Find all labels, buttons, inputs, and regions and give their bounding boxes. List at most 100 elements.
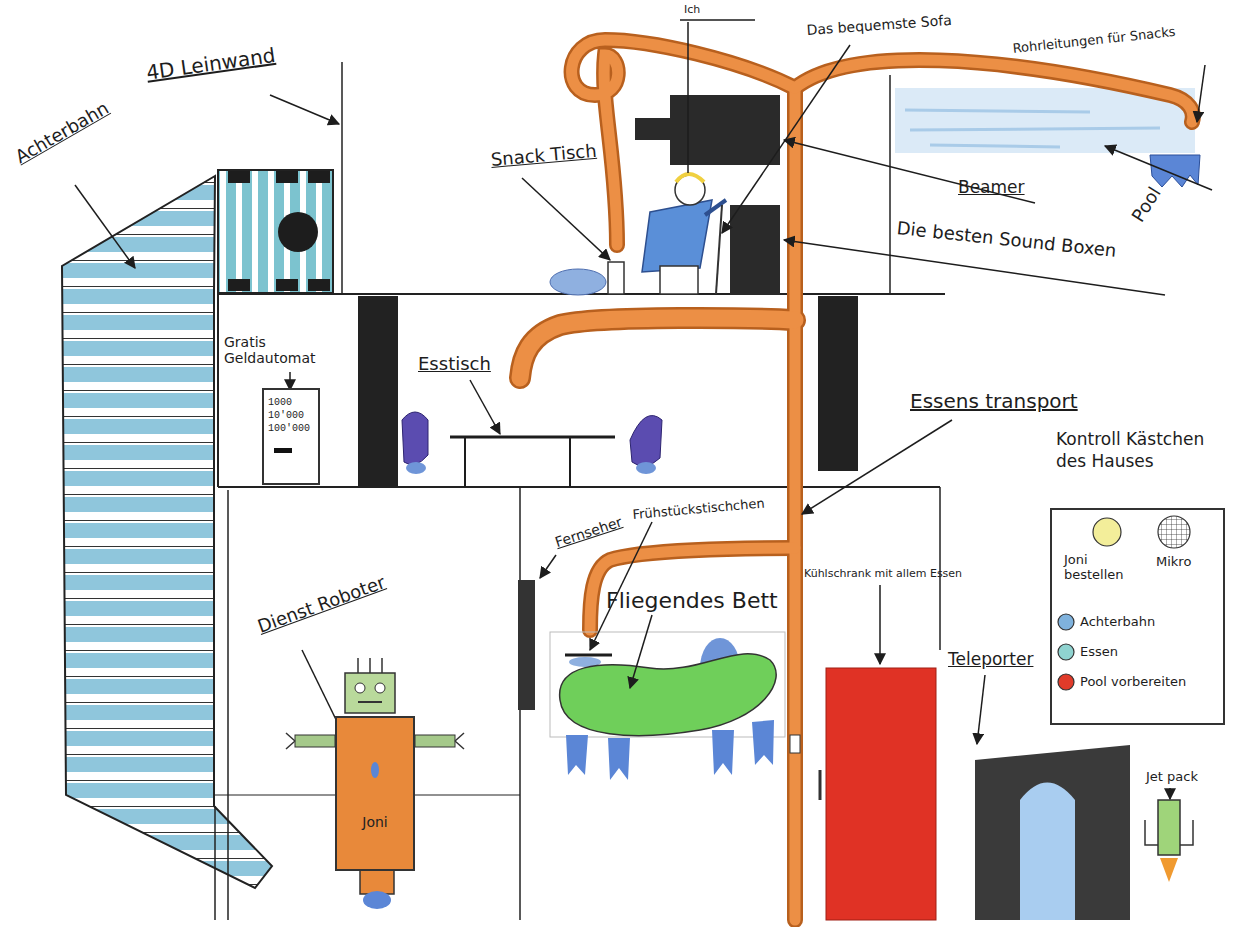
robot-button (371, 762, 379, 778)
jetpack (1158, 800, 1180, 855)
leader-line (977, 675, 985, 744)
legend-text: Achterbahn (1080, 614, 1220, 629)
legend-swatch (1158, 516, 1190, 548)
bed-leg (608, 738, 630, 780)
pipe-outline (787, 88, 803, 920)
node-text: 10'000 (268, 409, 316, 422)
bed-leg (752, 720, 774, 765)
leader-line (722, 45, 850, 233)
flying-bed (560, 654, 777, 736)
person-arm (705, 200, 726, 215)
sofa-seat (660, 266, 698, 294)
floor-line (218, 486, 940, 488)
leader-line (680, 20, 755, 173)
table-leg (464, 437, 466, 487)
screen-block (228, 279, 250, 291)
robot-foot (363, 891, 391, 909)
breakfast-table (565, 654, 612, 657)
robot-leg (360, 870, 394, 894)
robot-mouth (358, 701, 382, 703)
pipe (590, 548, 795, 630)
beamer-lens (635, 118, 671, 140)
atm-box: 100010'000100'000 (262, 388, 320, 485)
screen-block (276, 279, 298, 291)
leader-line (1105, 146, 1212, 190)
legend-text: Mikro (1156, 554, 1216, 569)
screen-block (228, 171, 250, 183)
sofa-back (716, 205, 722, 294)
node-text: Kontroll Kästchen des Hauses (1048, 428, 1236, 472)
roller-coaster (62, 176, 272, 888)
callout-label: Gratis Geldautomat (224, 334, 356, 366)
pool-waves (905, 110, 1160, 147)
legend-text: Joni bestellen (1064, 552, 1144, 582)
teleporter (975, 745, 1130, 920)
legend-swatch-box (1056, 612, 1076, 632)
callout-label: Pool (1128, 183, 1165, 226)
leader-line (270, 95, 339, 124)
leader-line (522, 178, 610, 260)
callout-label: Fliegendes Bett (606, 588, 778, 613)
bed-frame (550, 632, 785, 737)
screen-block (308, 171, 330, 183)
wall-line (217, 294, 219, 487)
legend-swatch-box (1056, 672, 1076, 692)
screen-block (308, 279, 330, 291)
chair-foot (636, 462, 656, 474)
robot-head (345, 673, 395, 713)
wall-line (341, 62, 343, 293)
callout-label: Essens transport (910, 390, 1078, 413)
leader-line (879, 585, 881, 664)
chair (402, 412, 428, 465)
callout-label: 4D Leinwand (145, 44, 277, 85)
callout-label: Rohrleitungen für Snacks (1012, 25, 1176, 57)
pipe-valve (790, 735, 800, 753)
dining-table (450, 436, 615, 439)
pipe (520, 318, 795, 378)
person-body (642, 200, 712, 272)
robot-arm (295, 735, 335, 747)
control-frame: Joni bestellenMikroAchterbahnEssenPool v… (1050, 508, 1225, 725)
legend-swatch (1058, 674, 1074, 690)
control-box: Kontroll Kästchen des HausesJoni bestell… (1048, 428, 1237, 728)
callout-label: Achterbahn (12, 98, 113, 168)
pipe-outline (520, 318, 795, 378)
chair (630, 416, 662, 467)
pipe-outline (590, 548, 795, 630)
black-wall (358, 296, 398, 486)
callout-label: Fernseher (553, 514, 624, 551)
robot-eye (375, 683, 385, 693)
callout-label: Kühlschrank mit allem Essen (804, 568, 962, 581)
robot-body: Joni (335, 716, 415, 871)
bed-leg (566, 735, 588, 775)
legend-swatch-box (1056, 642, 1076, 662)
table-leg (569, 437, 571, 487)
callout-label: Beamer (958, 178, 1025, 198)
wall-line (889, 75, 891, 294)
leader-line (784, 140, 1035, 203)
legend-swatch (1058, 614, 1074, 630)
person-head (675, 175, 705, 205)
legend-swatch (1058, 644, 1074, 660)
leader-line (630, 615, 652, 688)
screen-4d (218, 170, 333, 293)
sound-box (730, 205, 780, 295)
jetpack-flame (1160, 858, 1178, 882)
robot-eye (355, 683, 365, 693)
callout-label: Esstisch (418, 354, 491, 375)
node-text: 1000 (268, 396, 316, 409)
snack-table (608, 262, 624, 294)
fridge (826, 668, 936, 920)
node-text: Joni (337, 814, 413, 830)
legend-swatch (1093, 518, 1121, 546)
legend-swatch-box (1091, 516, 1123, 548)
jetpack-straps (1145, 820, 1193, 845)
snack-pipes (520, 40, 1193, 920)
leader-line (1169, 788, 1171, 799)
wall-line (227, 490, 229, 920)
robot-arm (415, 735, 455, 747)
card-slot (274, 448, 292, 453)
